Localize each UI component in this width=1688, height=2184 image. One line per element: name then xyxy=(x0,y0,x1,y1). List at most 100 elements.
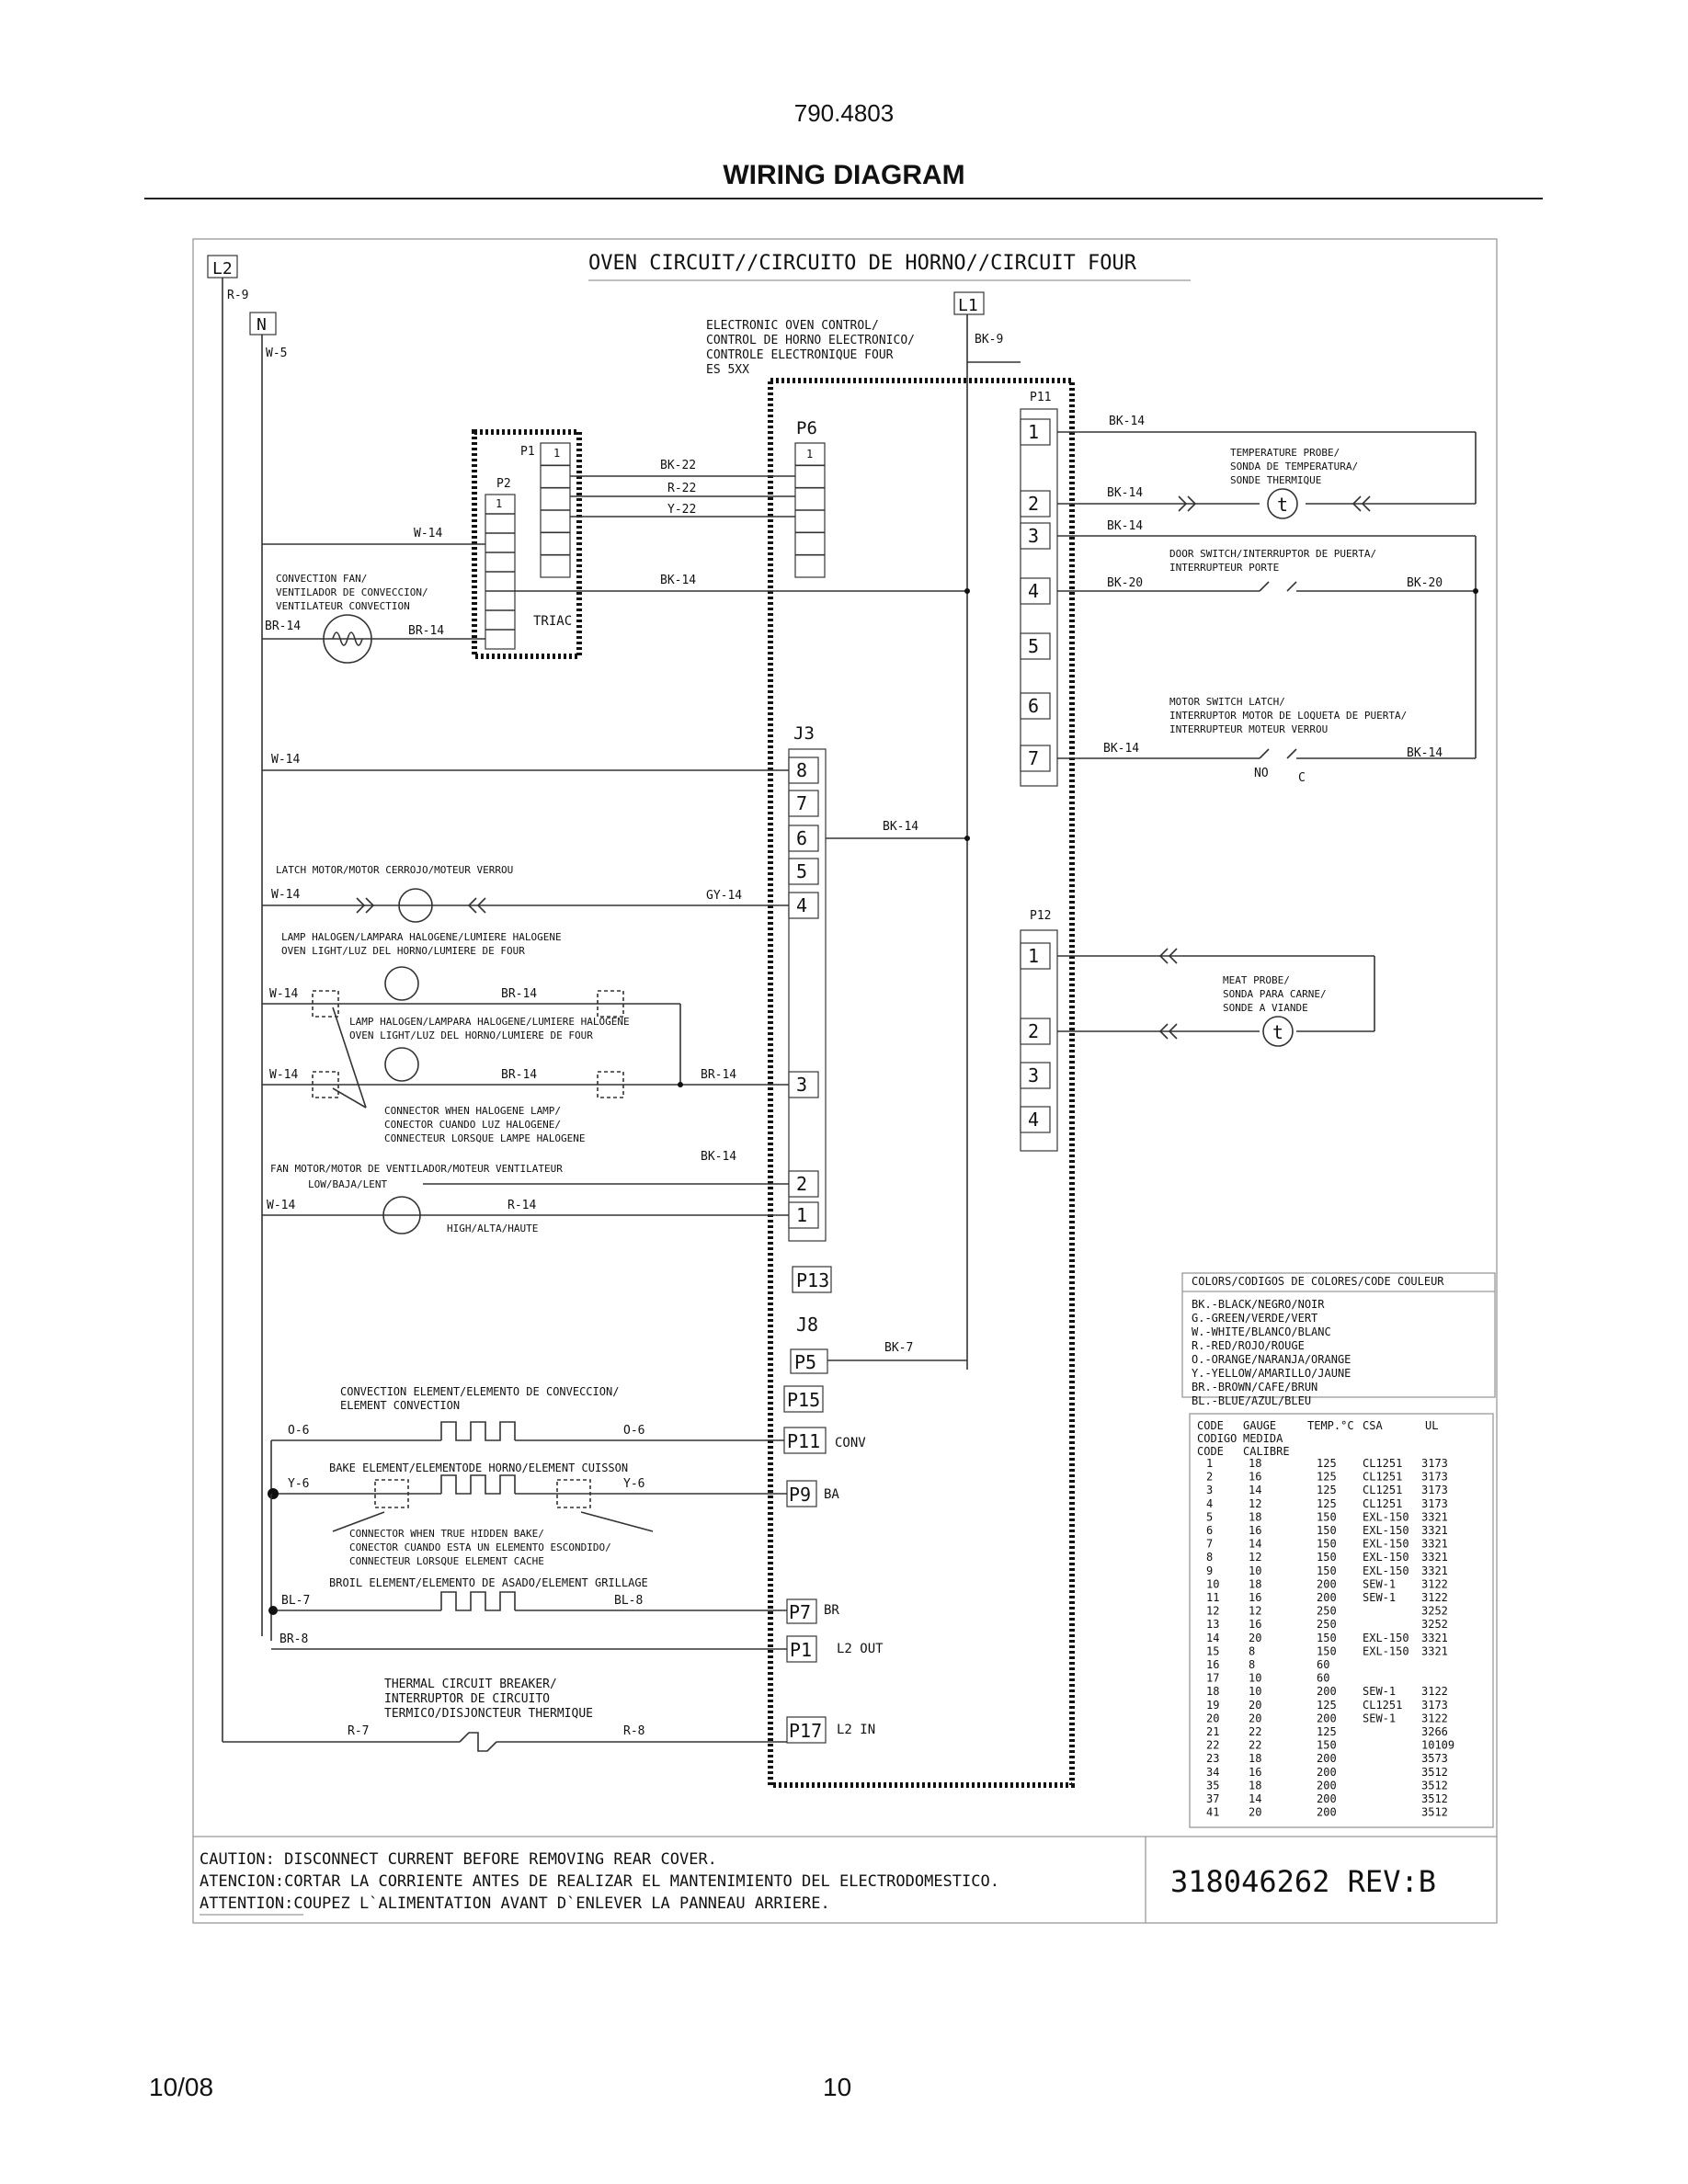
p11-conv-label: P11 xyxy=(787,1430,820,1452)
gauge-code: 4 xyxy=(1206,1497,1213,1510)
color-code-item: BL.-BLUE/AZUL/BLEU xyxy=(1192,1394,1311,1407)
gauge-code: 37 xyxy=(1206,1792,1219,1805)
triac-p1-pin: 1 xyxy=(553,447,560,460)
gauge-ul: 3252 xyxy=(1421,1605,1448,1618)
gauge-temp: 150 xyxy=(1317,1551,1337,1564)
wire-bk14-j3-6: BK-14 xyxy=(883,820,918,834)
p1-label: P1 xyxy=(790,1639,812,1661)
caution-line-3: ATTENTION:COUPEZ L`ALIMENTATION AVANT D`… xyxy=(200,1894,830,1913)
gauge-size: 10 xyxy=(1249,1685,1261,1698)
gauge-ul: 3573 xyxy=(1421,1752,1448,1765)
convection-element-icon xyxy=(440,1421,516,1441)
caution-line-1: CAUTION: DISCONNECT CURRENT BEFORE REMOV… xyxy=(200,1850,717,1869)
gauge-temp: 60 xyxy=(1317,1672,1329,1685)
j3-pin-4: 4 xyxy=(796,894,807,916)
part-number: 318046262 REV:B xyxy=(1170,1864,1436,1899)
gauge-csa: SEW-1 xyxy=(1363,1685,1396,1698)
gauge-table-header: UL xyxy=(1425,1419,1438,1432)
gauge-size: 16 xyxy=(1249,1471,1261,1484)
gauge-temp: 125 xyxy=(1317,1471,1337,1484)
gauge-size: 14 xyxy=(1249,1792,1261,1805)
lamp2-icon xyxy=(384,1047,419,1082)
j3-label: J3 xyxy=(793,723,815,744)
color-code-item: W.-WHITE/BLANCO/BLANC xyxy=(1192,1325,1331,1338)
gauge-csa: EXL-150 xyxy=(1363,1524,1409,1537)
gauge-size: 16 xyxy=(1249,1591,1261,1604)
gauge-code: 1 xyxy=(1206,1457,1213,1470)
meat-probe-label-1: MEAT PROBE/ xyxy=(1223,974,1290,986)
gauge-temp: 200 xyxy=(1317,1752,1337,1765)
gauge-temp: 125 xyxy=(1317,1497,1337,1510)
gauge-temp: 250 xyxy=(1317,1605,1337,1618)
broil-element-icon xyxy=(440,1591,516,1611)
gauge-code: 20 xyxy=(1206,1712,1219,1724)
wire-r14: R-14 xyxy=(508,1199,536,1212)
latch-motor-label: LATCH MOTOR/MOTOR CERROJO/MOTEUR VERROU xyxy=(276,864,513,876)
electronic-oven-control xyxy=(768,378,1075,1788)
title-rule xyxy=(144,198,1543,199)
wire-y6-b: Y-6 xyxy=(623,1477,644,1491)
wire-w5: W-5 xyxy=(266,347,287,360)
gauge-ul: 3321 xyxy=(1421,1564,1448,1577)
gauge-temp: 125 xyxy=(1317,1457,1337,1470)
gauge-temp: 200 xyxy=(1317,1685,1337,1698)
p6-label: P6 xyxy=(796,418,817,438)
p12-pin-4: 4 xyxy=(1028,1109,1039,1131)
gauge-size: 18 xyxy=(1249,1752,1261,1765)
wire-bk20-b: BK-20 xyxy=(1407,576,1443,590)
gauge-code: 5 xyxy=(1206,1510,1213,1523)
terminal-l2 xyxy=(207,255,238,279)
gauge-ul: 3321 xyxy=(1421,1524,1448,1537)
gauge-ul: 3122 xyxy=(1421,1591,1448,1604)
gauge-size: 14 xyxy=(1249,1538,1261,1551)
wire-bk22: BK-22 xyxy=(660,459,696,472)
gauge-code: 34 xyxy=(1206,1766,1219,1779)
wire-bk14-p11-1: BK-14 xyxy=(1109,415,1145,428)
wire-bk14-j3-2: BK-14 xyxy=(701,1150,736,1164)
gauge-code: 7 xyxy=(1206,1538,1213,1551)
triac-p2-pin: 1 xyxy=(496,497,502,510)
bake-element-icon xyxy=(440,1474,516,1495)
gauge-size: 18 xyxy=(1249,1510,1261,1523)
lamp1-label-2: OVEN LIGHT/LUZ DEL HORNO/LUMIERE DE FOUR xyxy=(281,945,525,957)
color-code-item: BR.-BROWN/CAFE/BRUN xyxy=(1192,1381,1317,1393)
p6-pin-1: 1 xyxy=(806,448,813,461)
gauge-csa: SEW-1 xyxy=(1363,1712,1396,1724)
control-label-4: ES 5XX xyxy=(706,363,749,377)
l2out-label: L2 OUT xyxy=(837,1642,884,1656)
wire-w14-fan-motor: W-14 xyxy=(267,1199,295,1212)
p12-pin-1: 1 xyxy=(1028,945,1039,967)
fan-motor-low: LOW/BAJA/LENT xyxy=(308,1178,387,1190)
gauge-temp: 200 xyxy=(1317,1806,1337,1819)
p11-pin-6: 6 xyxy=(1028,695,1039,717)
color-codes-title: COLORS/CODIGOS DE COLORES/CODE COULEUR xyxy=(1192,1275,1444,1288)
wire-w14-lamp1: W-14 xyxy=(269,987,298,1001)
gauge-csa: EXL-150 xyxy=(1363,1564,1409,1577)
gauge-code: 16 xyxy=(1206,1658,1219,1671)
temp-probe-symbol: t xyxy=(1277,494,1288,516)
broil-element-label: BROIL ELEMENT/ELEMENTO DE ASADO/ELEMENT … xyxy=(329,1576,648,1589)
gauge-temp: 125 xyxy=(1317,1699,1337,1712)
gauge-csa: CL1251 xyxy=(1363,1497,1402,1510)
gauge-code: 18 xyxy=(1206,1685,1219,1698)
gauge-temp: 150 xyxy=(1317,1510,1337,1523)
fan-motor-icon xyxy=(382,1196,421,1234)
gauge-size: 16 xyxy=(1249,1524,1261,1537)
terminal-l1 xyxy=(953,291,985,315)
hidden-bake-label-1: CONNECTOR WHEN TRUE HIDDEN BAKE/ xyxy=(349,1528,544,1540)
gauge-code: 11 xyxy=(1206,1591,1219,1604)
gauge-ul: 3173 xyxy=(1421,1484,1448,1496)
gauge-temp: 200 xyxy=(1317,1792,1337,1805)
door-switch-label-1: DOOR SWITCH/INTERRUPTOR DE PUERTA/ xyxy=(1169,548,1376,560)
gauge-size: 8 xyxy=(1249,1644,1255,1657)
p11-pin-1: 1 xyxy=(1028,421,1039,443)
triac-label: TRIAC xyxy=(533,614,572,629)
control-label-1: ELECTRONIC OVEN CONTROL/ xyxy=(706,319,879,333)
wire-o6-b: O-6 xyxy=(623,1424,644,1438)
gauge-size: 10 xyxy=(1249,1672,1261,1685)
